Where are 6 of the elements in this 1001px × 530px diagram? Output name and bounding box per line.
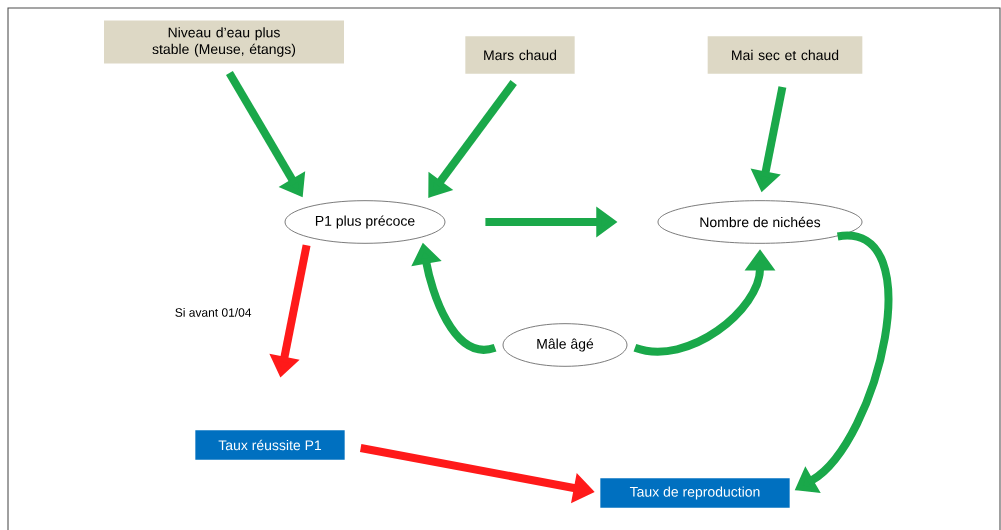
result-box: Taux de reproduction	[600, 478, 790, 508]
factor-box: Mai sec et chaud	[707, 36, 863, 74]
edge-label: Si avant 01/04	[173, 306, 253, 319]
result-box: Taux réussite P1	[195, 430, 345, 460]
factor-box: Mars chaud	[465, 36, 575, 74]
factor-box: Niveau d’eau plus stable (Meuse, étangs)	[104, 20, 344, 64]
